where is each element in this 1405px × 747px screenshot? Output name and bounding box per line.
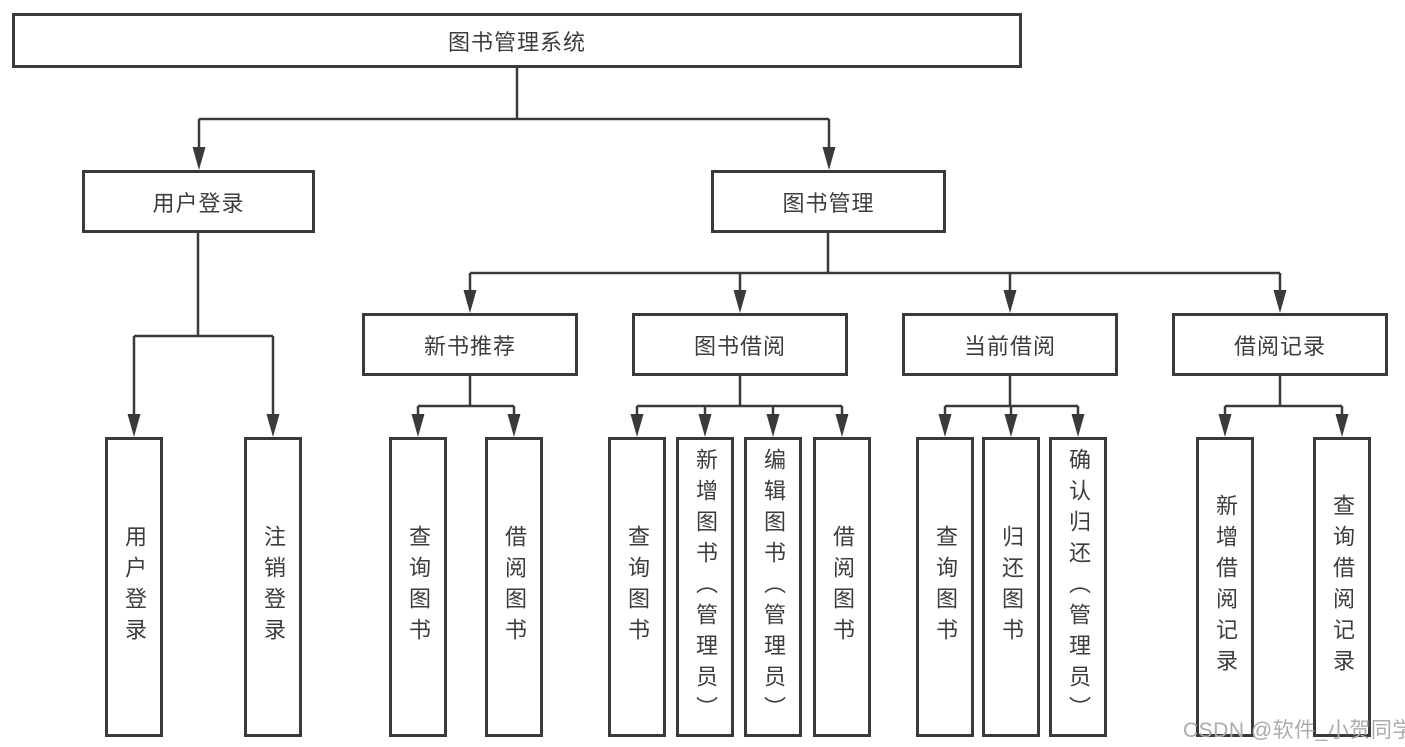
leaf-user-login-label: 用户登录	[122, 525, 147, 649]
leaf-edit-books-admin-label: 编辑图书（管理员）	[761, 447, 786, 727]
node-current-borrowing-label: 当前借阅	[963, 333, 1056, 359]
leaf-confirm-return-admin-label: 确认归还（管理员）	[1066, 447, 1091, 727]
node-book-borrowing-label: 图书借阅	[693, 333, 786, 359]
leaf-query-books-1-label: 查询图书	[406, 525, 431, 649]
node-current-borrowing: 当前借阅	[902, 313, 1118, 376]
leaf-logout-label: 注销登录	[261, 525, 286, 649]
leaf-add-borrow-record-label: 新增借阅记录	[1213, 494, 1238, 680]
leaf-query-books-1: 查询图书	[389, 437, 447, 737]
node-book-management: 图书管理	[711, 170, 946, 233]
node-book-borrowing: 图书借阅	[632, 313, 848, 376]
leaf-add-books-admin-label: 新增图书（管理员）	[693, 447, 718, 727]
node-user-login-label: 用户登录	[152, 190, 245, 216]
leaf-query-books-3-label: 查询图书	[933, 525, 958, 649]
node-book-management-label: 图书管理	[782, 190, 875, 216]
leaf-confirm-return-admin: 确认归还（管理员）	[1049, 437, 1107, 737]
leaf-query-books-3: 查询图书	[916, 437, 974, 737]
leaf-query-books-2: 查询图书	[608, 437, 666, 737]
leaf-borrow-books-1: 借阅图书	[485, 437, 543, 737]
csdn-watermark: CSDN @软件_小贺同学	[1183, 719, 1405, 742]
leaf-return-books: 归还图书	[982, 437, 1040, 737]
node-borrowing-records-label: 借阅记录	[1233, 333, 1326, 359]
leaf-borrow-books-1-label: 借阅图书	[502, 525, 527, 649]
leaf-query-books-2-label: 查询图书	[625, 525, 650, 649]
leaf-logout: 注销登录	[244, 437, 302, 737]
node-user-login: 用户登录	[82, 170, 315, 233]
node-new-book-recommend: 新书推荐	[362, 313, 578, 376]
leaf-user-login: 用户登录	[105, 437, 163, 737]
leaf-edit-books-admin: 编辑图书（管理员）	[744, 437, 802, 737]
leaf-borrow-books-2-label: 借阅图书	[830, 525, 855, 649]
node-library-management-system-label: 图书管理系统	[447, 29, 586, 55]
leaf-return-books-label: 归还图书	[999, 525, 1024, 649]
leaf-borrow-books-2: 借阅图书	[813, 437, 871, 737]
leaf-add-books-admin: 新增图书（管理员）	[676, 437, 734, 737]
node-new-book-recommend-label: 新书推荐	[423, 333, 516, 359]
leaf-query-borrow-record: 查询借阅记录	[1313, 437, 1371, 737]
leaf-add-borrow-record: 新增借阅记录	[1196, 437, 1254, 737]
node-borrowing-records: 借阅记录	[1172, 313, 1388, 376]
leaf-query-borrow-record-label: 查询借阅记录	[1330, 494, 1355, 680]
node-library-management-system: 图书管理系统	[12, 13, 1022, 68]
